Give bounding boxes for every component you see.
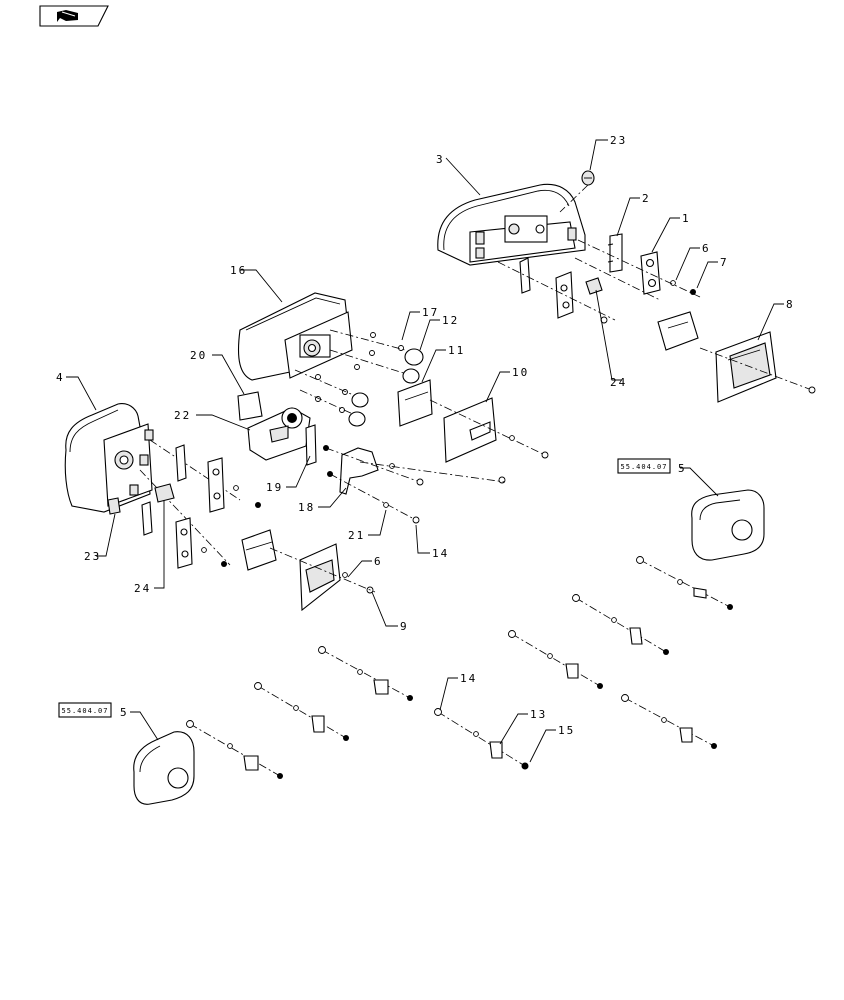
callout-3: 3 xyxy=(436,153,445,166)
reference-box-right[interactable]: 55.404.07 xyxy=(617,458,671,474)
work-light-left xyxy=(133,731,195,805)
pad-11 xyxy=(397,379,433,427)
callout-19: 19 xyxy=(266,481,283,494)
rear-lamp-right xyxy=(437,183,586,266)
cover-plate-10 xyxy=(443,397,497,463)
lamp-22 xyxy=(247,407,311,461)
callout-4: 4 xyxy=(56,371,65,384)
strip-19 xyxy=(305,424,317,466)
callout-20: 20 xyxy=(190,349,207,362)
callout-16: 16 xyxy=(230,264,247,277)
mounting-plate-8 xyxy=(715,331,777,403)
callout-12: 12 xyxy=(442,314,459,327)
callout-22: 22 xyxy=(174,409,191,422)
pad-20 xyxy=(237,391,263,421)
callout-1: 1 xyxy=(682,212,691,225)
callout-21: 21 xyxy=(348,529,365,542)
callout-17: 17 xyxy=(422,306,439,319)
callout-24-upper: 24 xyxy=(610,376,627,389)
callout-15: 15 xyxy=(558,724,575,737)
callout-18: 18 xyxy=(298,501,315,514)
page-navigation-icon[interactable] xyxy=(39,5,109,27)
reference-box-left[interactable]: 55.404.07 xyxy=(58,702,112,718)
plate-1 xyxy=(640,251,661,295)
callout-23-upper: 23 xyxy=(610,134,627,147)
callout-9: 9 xyxy=(400,620,409,633)
callout-11: 11 xyxy=(448,344,465,357)
callout-24-lower: 24 xyxy=(134,582,151,595)
callout-8: 8 xyxy=(786,298,795,311)
bulb-23-lower xyxy=(107,497,121,515)
callout-13: 13 xyxy=(530,708,547,721)
callout-2: 2 xyxy=(642,192,651,205)
callout-23-lower: 23 xyxy=(84,550,101,563)
callout-5-right: 5 xyxy=(678,462,687,475)
callout-5-left: 5 xyxy=(120,706,129,719)
callout-6-lower: 6 xyxy=(374,555,383,568)
callout-14-middle: 14 xyxy=(432,547,449,560)
callout-labels: 3 23 2 1 6 7 8 24 16 17 12 11 10 20 22 4… xyxy=(56,134,795,737)
cover-plate-left xyxy=(299,543,341,612)
callout-7: 7 xyxy=(720,256,729,269)
callout-6-upper: 6 xyxy=(702,242,711,255)
bulb-24-upper xyxy=(585,277,608,324)
bracket-2 xyxy=(609,233,623,273)
reference-code-right: 55.404.07 xyxy=(621,463,668,471)
leader-lines xyxy=(66,139,784,763)
work-light-right xyxy=(691,489,765,561)
reference-code-left: 55.404.07 xyxy=(62,707,109,715)
bulb-24-lower xyxy=(154,483,175,503)
rear-lamp-left xyxy=(64,403,154,513)
lens-12-a xyxy=(404,348,424,366)
rear-lamp-center xyxy=(237,292,353,381)
callout-10: 10 xyxy=(512,366,529,379)
callout-14-lower: 14 xyxy=(460,672,477,685)
bulb-23-upper xyxy=(581,170,595,186)
fastener-rows xyxy=(186,556,733,779)
